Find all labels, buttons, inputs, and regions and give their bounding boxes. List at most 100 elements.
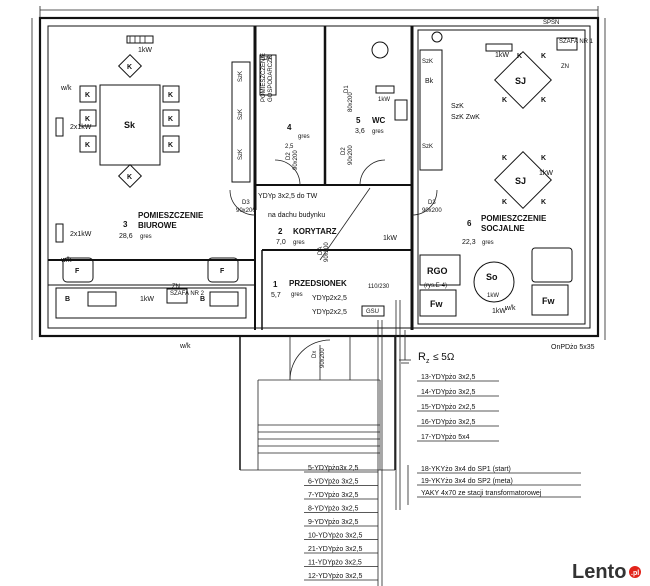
room-wc: 1kW 5 WC 3,6 gres [355, 41, 408, 135]
cable-label: YAKY 4x70 ze stacji transformatorowej [421, 490, 542, 497]
onpdzo-label: OnPDżo 5x35 [551, 344, 595, 351]
svg-text:SJ: SJ [515, 176, 526, 186]
social-equipment: RGO (rys.E-4) So 1kW Fw Fw 1kW w/k [419, 247, 573, 317]
internal-walls [48, 26, 586, 330]
svg-text:K: K [517, 53, 522, 60]
cable-label: 8-YDYpżo 3x2,5 [308, 506, 359, 513]
svg-text:28,6: 28,6 [119, 233, 133, 240]
svg-text:1: 1 [273, 280, 278, 289]
cable-label: 13-YDYpżo 3x2,5 [421, 374, 475, 381]
svg-text:POMIESZCZENIE: POMIESZCZENIE [138, 211, 204, 220]
cable-label: 17-YDYpżo 5x4 [421, 434, 470, 441]
social-tables: SJ SJ K K K K K K K K 1kW 1kW SZAFA NR 1… [485, 20, 594, 209]
svg-text:1kW: 1kW [378, 97, 390, 103]
svg-text:K: K [502, 199, 507, 206]
svg-text:F: F [75, 268, 80, 275]
svg-text:SZAFA NR 2: SZAFA NR 2 [170, 291, 205, 297]
storage-cabinets: SzK SzK SzK SzK [231, 54, 277, 183]
svg-text:YDYp2x2,5: YDYp2x2,5 [312, 295, 347, 302]
svg-text:D1: D1 [344, 85, 350, 93]
svg-text:K: K [541, 199, 546, 206]
outer-walls [31, 6, 606, 340]
svg-text:90x200: 90x200 [324, 242, 330, 262]
svg-text:1kW: 1kW [495, 52, 509, 59]
svg-text:D2: D2 [286, 152, 292, 160]
wk-label-bottom: w/k [179, 343, 191, 350]
office-chairs: K K K K K K K K [79, 53, 180, 189]
room-label-gospodarcze: 4 POMIESZCZENIE GOSPODARCZE 2,5 gres [261, 53, 310, 150]
office-armchairs: F F [62, 257, 239, 283]
cable-trunks [377, 300, 409, 586]
kitchen-cabinets: SzK Bk SzK SzK SzK ZwK [419, 31, 480, 171]
room-label-korytarz: YDYp 3x2,5 do TW na dachu budynku 2 KORY… [258, 187, 371, 261]
office-table: Sk [99, 84, 161, 166]
cable-label: 11-YDYpżo 3x2,5 [308, 560, 362, 567]
entrance-stairs [239, 336, 396, 471]
svg-text:gres: gres [482, 240, 494, 246]
svg-text:1kW: 1kW [140, 296, 154, 303]
svg-text:Bk: Bk [425, 78, 434, 85]
svg-text:2: 2 [278, 227, 283, 236]
svg-text:KORYTARZ: KORYTARZ [293, 227, 337, 236]
svg-text:(rys.E-4): (rys.E-4) [424, 283, 447, 289]
svg-text:K: K [127, 174, 132, 181]
svg-text:ZN: ZN [561, 64, 569, 70]
svg-text:gres: gres [298, 134, 310, 140]
svg-text:1kW: 1kW [539, 170, 553, 177]
svg-text:K: K [541, 155, 546, 162]
lento-watermark: Lento .pl [572, 561, 641, 583]
room-label-biuro: 3 POMIESZCZENIE BIUROWE 28,6 gres [119, 211, 204, 240]
svg-text:SOCJALNE: SOCJALNE [481, 224, 525, 233]
cable-label: 7-YDYpżo 3x2,5 [308, 492, 359, 499]
svg-text:POMIESZCZENIE: POMIESZCZENIE [481, 214, 547, 223]
svg-text:K: K [541, 53, 546, 60]
svg-text:D3: D3 [242, 200, 250, 206]
kw-korytarz: 1kW [383, 235, 397, 242]
room-label-przedsionek: 1 PRZEDSIONEK 5,7 gres YDYp2x2,5 YDYp2x2… [271, 279, 390, 317]
svg-text:Lento: Lento [572, 561, 626, 583]
svg-text:WC: WC [372, 116, 386, 125]
svg-text:1kW: 1kW [492, 308, 506, 315]
svg-text:7,0: 7,0 [276, 239, 286, 246]
svg-text:D3: D3 [428, 200, 436, 206]
svg-text:POMIESZCZENIE: POMIESZCZENIE [261, 53, 267, 102]
office-wk-label-2: w/k [60, 257, 72, 264]
svg-text:SzK ZwK: SzK ZwK [451, 114, 480, 121]
svg-text:SzK: SzK [238, 71, 244, 82]
svg-text:≤ 5Ω: ≤ 5Ω [433, 352, 455, 363]
cable-label: 10-YDYpżo 3x2,5 [308, 533, 362, 540]
svg-text:6: 6 [467, 219, 472, 228]
svg-text:.pl: .pl [631, 570, 639, 577]
cable-list-right-2: 18-YKYżo 3x4 do SP1 (start)19-YKYżo 3x4 … [417, 466, 581, 498]
svg-text:SPSN: SPSN [543, 20, 559, 26]
cable-label: 9-YDYpżo 3x2,5 [308, 519, 359, 526]
cable-label: 15-YDYpżo 2x2,5 [421, 404, 475, 411]
office-heater-label: 2x1kW [70, 124, 92, 131]
svg-text:22,3: 22,3 [462, 239, 476, 246]
svg-text:SzK: SzK [422, 59, 433, 65]
svg-text:ZN: ZN [172, 284, 180, 290]
svg-text:R: R [418, 351, 426, 363]
svg-text:80x200: 80x200 [348, 92, 354, 112]
svg-text:B: B [200, 296, 205, 303]
svg-text:90x200: 90x200 [348, 145, 354, 165]
svg-text:K: K [168, 116, 173, 123]
svg-text:SZAFA NR 1: SZAFA NR 1 [559, 39, 594, 45]
svg-text:GSU: GSU [366, 309, 379, 315]
svg-text:So: So [486, 272, 498, 282]
office-lamp-top: 1kW [126, 35, 154, 54]
svg-text:90x200: 90x200 [293, 150, 299, 170]
svg-text:4: 4 [287, 123, 292, 132]
svg-text:SzK: SzK [238, 109, 244, 120]
svg-text:B: B [65, 296, 70, 303]
svg-text:SzK: SzK [261, 56, 272, 62]
svg-text:3: 3 [123, 220, 128, 229]
svg-text:gres: gres [372, 129, 384, 135]
svg-text:Dx: Dx [312, 351, 318, 358]
svg-text:K: K [502, 155, 507, 162]
svg-text:F: F [220, 268, 225, 275]
svg-text:PRZEDSIONEK: PRZEDSIONEK [289, 279, 347, 288]
svg-text:Fw: Fw [430, 299, 443, 309]
svg-text:90x200: 90x200 [236, 208, 256, 214]
